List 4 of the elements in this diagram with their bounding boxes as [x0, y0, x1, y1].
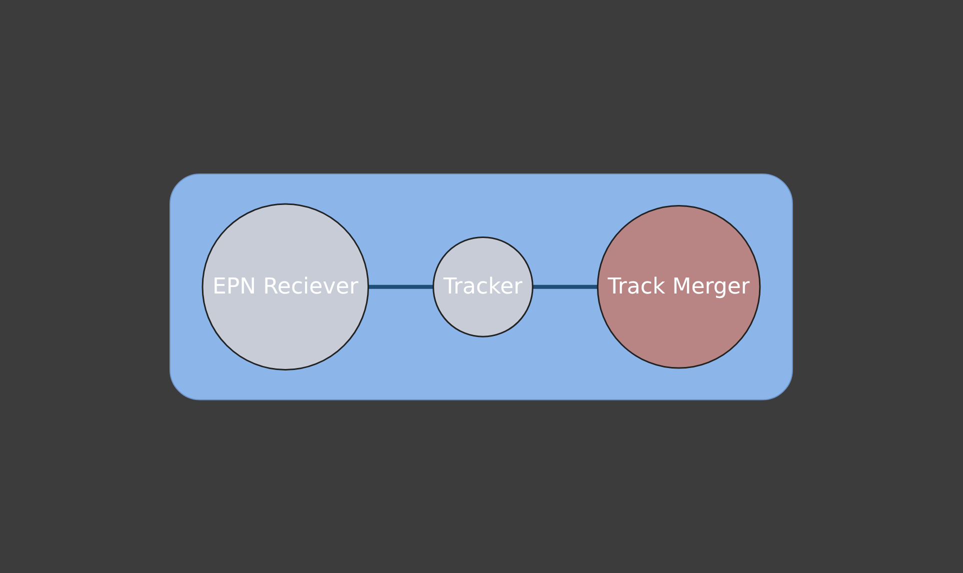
connector	[532, 284, 598, 288]
node-circle: Track Merger	[597, 204, 761, 368]
cluster	[170, 173, 794, 400]
connector	[368, 284, 434, 288]
